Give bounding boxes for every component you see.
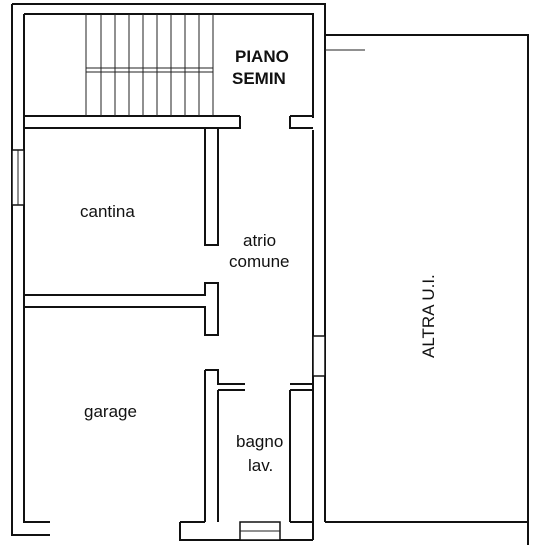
- other-unit-outline: [325, 34, 529, 545]
- label-garage: garage: [84, 402, 137, 421]
- label-altra-ui: ALTRA U.I.: [419, 274, 438, 358]
- label-cantina: cantina: [80, 202, 135, 221]
- label-atrio: atrio: [243, 231, 276, 250]
- label-bagno: bagno: [236, 432, 283, 451]
- staircase: [24, 14, 214, 117]
- label-lav: lav.: [248, 456, 273, 475]
- bottom-window: [239, 521, 281, 541]
- left-window: [11, 149, 25, 206]
- label-piano: PIANO: [235, 47, 289, 66]
- label-comune: comune: [229, 252, 289, 271]
- right-door: [312, 335, 326, 377]
- label-semin: SEMIN: [232, 69, 286, 88]
- cantina-garage-wall: [24, 282, 219, 336]
- cantina-right-wall: [204, 128, 219, 246]
- stair-cantina-wall: [24, 115, 313, 129]
- bagno-walls: [204, 369, 313, 522]
